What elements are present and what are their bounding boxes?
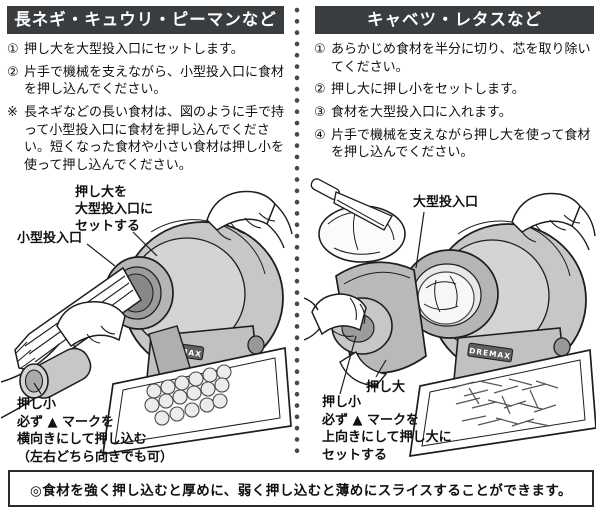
push-small-label-line3: 上向きにして押し大に	[322, 429, 452, 445]
leader-line	[132, 231, 158, 257]
step-number: ②	[7, 64, 19, 80]
step-text: 片手で機械を支えながら、小型投入口に食材を押し込んでください。	[24, 64, 285, 98]
push-small-label-line4: （左右どちら向きでも可）	[17, 449, 173, 465]
tray-rim	[421, 359, 586, 447]
tray	[101, 346, 292, 456]
shredded-cabbage	[451, 378, 559, 427]
pusher-handle	[339, 350, 388, 387]
step-number: ③	[314, 105, 326, 121]
step-text: 片手で機械を支えながら押し大を使って食材を押し込んでください。	[331, 127, 591, 161]
push-small-label-line2: 必ず ▲ マークを	[16, 414, 114, 430]
section-header-right: キャベツ・レタスなど	[315, 6, 594, 34]
step-number: ①	[314, 42, 326, 57]
instruction-step: ④ 片手で機械を支えながら押し大を使って食材を押し込んでください。	[314, 127, 597, 162]
set-pusher-label-line3: セットする	[75, 219, 140, 234]
step-text: 食材を大型投入口に入れます。	[331, 105, 512, 121]
cabbage-and-knife	[310, 178, 406, 263]
right-instructions: ① あらかじめ食材を半分に切り、芯を取り除いてください。 ② 押し大に押し小をセ…	[314, 41, 597, 167]
step-text: 押し大を大型投入口にセットします。	[24, 42, 244, 57]
instruction-step: ③ 食材を大型投入口に入れます。	[314, 104, 597, 122]
small-inlet-label: 小型投入口	[17, 230, 82, 246]
instruction-step: ② 片手で機械を支えながら、小型投入口に食材を押し込んでください。	[7, 64, 290, 99]
leader-line	[339, 335, 357, 395]
leader-line	[375, 359, 387, 378]
left-instructions: ① 押し大を大型投入口にセットします。 ② 片手で機械を支えながら、小型投入口に…	[7, 41, 290, 180]
leader-line	[415, 211, 425, 269]
push-small-label-line1: 押し小	[322, 394, 361, 410]
small-pusher	[19, 347, 92, 399]
push-small-label-line4: セットする	[322, 448, 387, 463]
hand-on-machine	[511, 192, 596, 251]
step-number: ④	[314, 127, 326, 143]
step-number: ②	[314, 82, 326, 98]
column-divider	[294, 7, 300, 457]
push-small-label-line1: 押し小	[17, 396, 56, 412]
note-text: 長ネギなどの長い食材は、図のように手で持って小型投入口に食材を押し込んでください…	[24, 105, 285, 174]
sliced-vegetables	[144, 364, 232, 426]
instruction-step: ② 押し大に押し小をセットします。	[314, 81, 597, 99]
push-small-label-line2: 必ず ▲ マークを	[321, 412, 419, 428]
large-inlet-label: 大型投入口	[413, 194, 478, 210]
leader-line	[86, 243, 116, 267]
instruction-step: ① あらかじめ食材を半分に切り、芯を取り除いてください。	[314, 41, 597, 76]
note-text: ◎食材を強く押し込むと厚めに、弱く押し込むと薄めにスライスすることができます。	[29, 482, 573, 499]
right-illustration: DREMAX	[304, 178, 596, 463]
left-illustration: DREMAX	[1, 184, 293, 465]
hand-on-machine	[206, 190, 293, 249]
step-text: 押し大に押し小をセットします。	[331, 82, 525, 98]
brand-plate: DREMAX	[467, 342, 514, 363]
side-knob	[553, 337, 571, 357]
step-text: あらかじめ食材を半分に切り、芯を取り除いてください。	[331, 42, 591, 75]
cabbage-in-inlet	[417, 271, 475, 325]
hand-holding-pusher	[304, 293, 367, 341]
slice-thickness-note: ◎食材を強く押し込むと厚めに、弱く押し込むと薄めにスライスすることができます。	[8, 470, 594, 507]
knife-icon	[310, 178, 393, 231]
step-number: ①	[7, 42, 19, 57]
side-knob	[247, 335, 265, 355]
tray	[408, 348, 596, 458]
leader-line	[33, 382, 42, 395]
push-large-label: 押し大	[366, 379, 405, 395]
set-pusher-label-line2: 大型投入口に	[75, 201, 153, 217]
instruction-step: ① 押し大を大型投入口にセットします。	[7, 41, 290, 59]
push-small-label-line3: 横向きにして押し込む	[17, 431, 147, 447]
note-marker: ※	[7, 105, 18, 121]
instruction-note: ※ 長ネギなどの長い食材は、図のように手で持って小型投入口に食材を押し込んでくだ…	[7, 104, 290, 175]
set-pusher-label-line1: 押し大を	[75, 184, 127, 200]
section-header-left: 長ネギ・キュウリ・ピーマンなど	[7, 6, 284, 34]
